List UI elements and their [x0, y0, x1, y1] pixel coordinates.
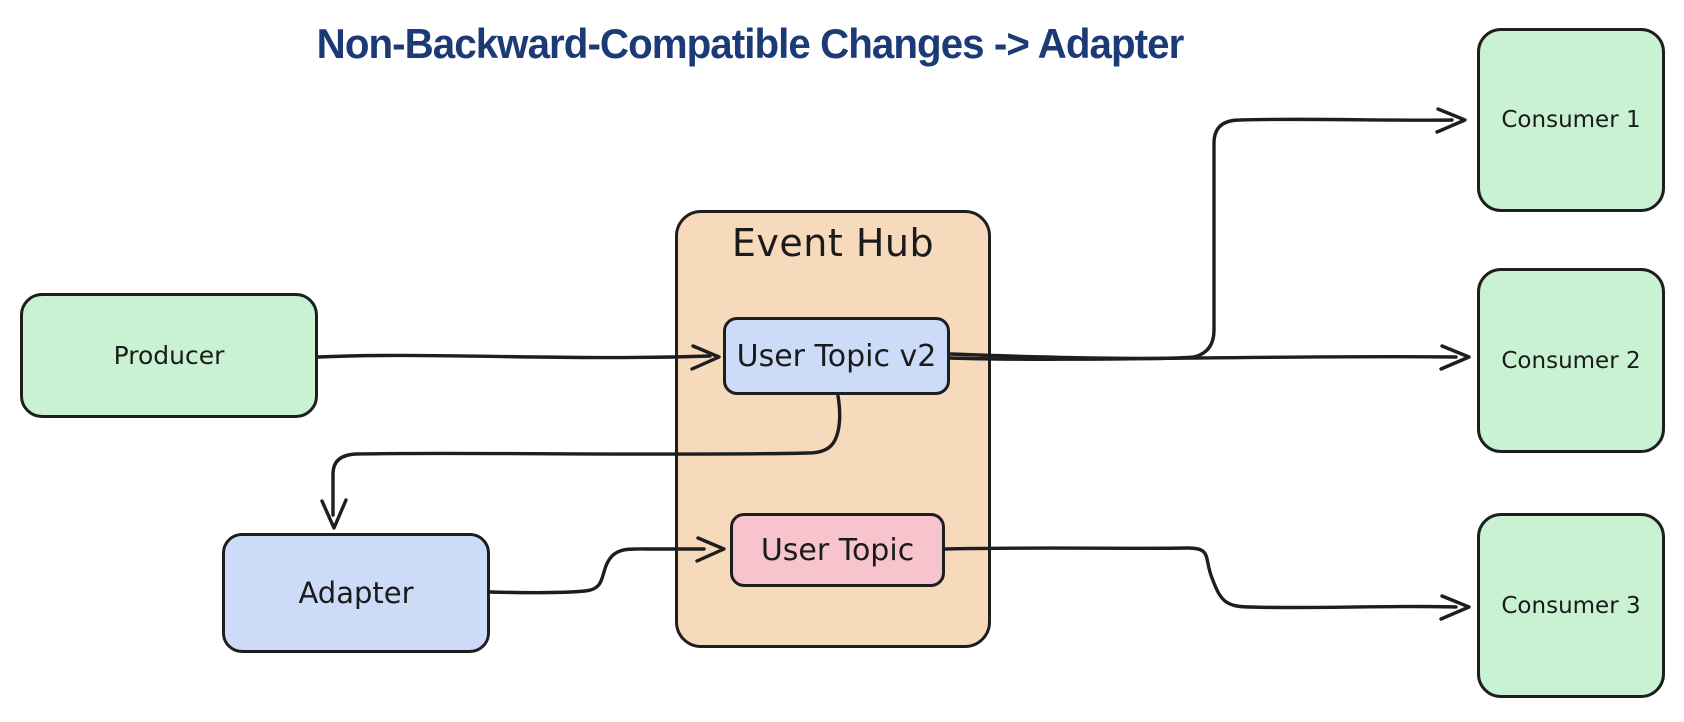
- diagram-title: Non-Backward-Compatible Changes -> Adapt…: [316, 20, 1185, 67]
- edge-producer-to-user-topic-v2: [316, 353, 712, 360]
- arrowhead-consumer-1: [1435, 107, 1467, 134]
- edge-user-topic-to-consumer-3: [943, 546, 1458, 610]
- group-event-hub-label: Event Hub: [731, 221, 935, 265]
- node-consumer-2-label: Consumer 2: [1501, 347, 1641, 374]
- node-consumer-2: Consumer 2: [1477, 268, 1665, 453]
- node-user-topic-label: User Topic: [760, 532, 915, 568]
- node-user-topic: User Topic: [730, 513, 945, 587]
- node-user-topic-v2-label: User Topic v2: [736, 338, 937, 374]
- node-consumer-1: Consumer 1: [1477, 28, 1665, 212]
- node-producer: Producer: [20, 293, 318, 418]
- edge-user-topic-v2-to-consumer-2: [948, 354, 1458, 361]
- edge-user-topic-v2-to-consumer-1: [949, 117, 1454, 361]
- node-adapter-label: Adapter: [298, 576, 414, 610]
- node-consumer-3: Consumer 3: [1477, 513, 1665, 698]
- arrowhead-adapter: [320, 498, 348, 530]
- node-consumer-1-label: Consumer 1: [1501, 107, 1641, 133]
- arrowhead-consumer-3: [1439, 594, 1471, 621]
- node-user-topic-v2: User Topic v2: [723, 317, 950, 395]
- node-consumer-3-label: Consumer 3: [1501, 592, 1641, 619]
- edge-adapter-to-user-topic: [488, 547, 706, 595]
- node-producer-label: Producer: [113, 341, 225, 370]
- arrowhead-consumer-2: [1439, 344, 1471, 371]
- node-adapter: Adapter: [222, 533, 490, 653]
